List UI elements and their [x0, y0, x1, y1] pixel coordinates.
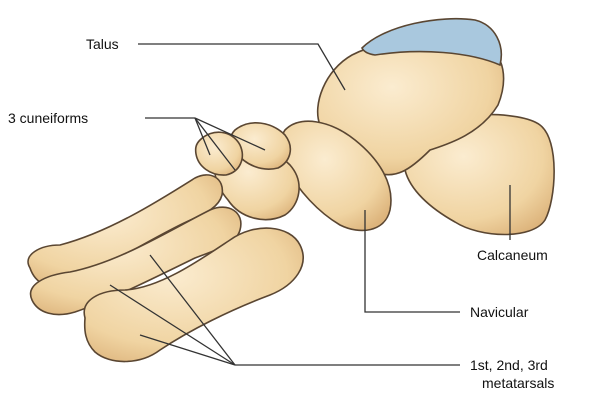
talus-leader: [138, 44, 345, 90]
label-metatarsals-line2: metatarsals: [482, 375, 554, 391]
cuneiform-3: [196, 132, 243, 175]
label-calcaneum: Calcaneum: [477, 247, 548, 263]
label-metatarsals-line1: 1st, 2nd, 3rd: [470, 357, 548, 373]
label-cuneiforms: 3 cuneiforms: [8, 110, 88, 126]
label-navicular: Navicular: [470, 304, 528, 320]
label-talus: Talus: [86, 36, 119, 52]
